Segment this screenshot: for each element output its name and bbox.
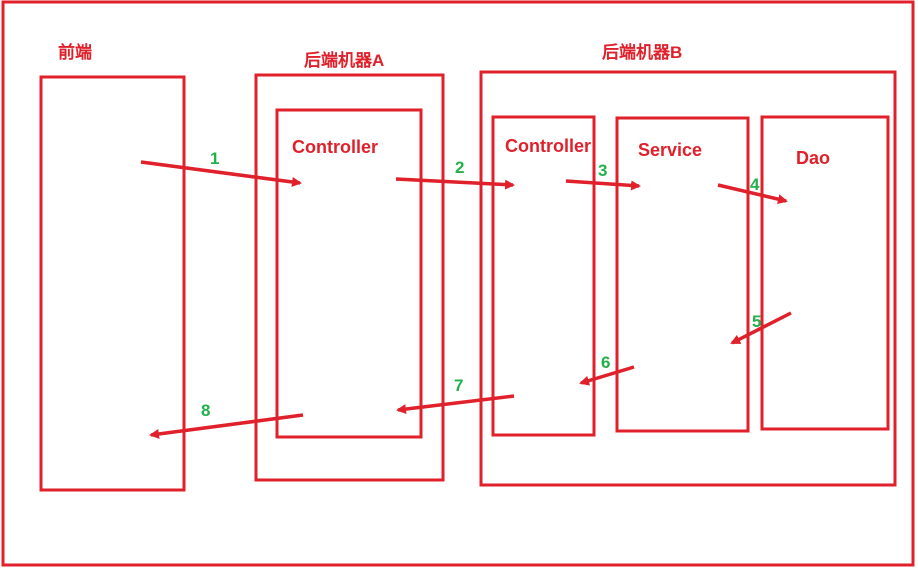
frontend-box	[39, 75, 186, 492]
arrow-step-7	[396, 394, 515, 415]
arrow-step-1	[140, 160, 302, 187]
machine-b-label: 后端机器B	[602, 42, 682, 62]
arrow-step-3	[565, 179, 641, 191]
arrow-step-5	[730, 311, 792, 345]
step-number-4: 4	[750, 175, 760, 194]
machine-a-label: 后端机器A	[304, 50, 384, 70]
step-number-1: 1	[210, 149, 219, 168]
arrow-step-2	[395, 177, 515, 190]
controller-a-box	[275, 108, 423, 439]
dao-box	[760, 115, 890, 431]
step-number-7: 7	[454, 376, 463, 395]
step-number-6: 6	[601, 353, 610, 372]
dao-label: Dao	[796, 148, 830, 168]
arrow-step-8	[149, 413, 304, 439]
machine-b-box	[479, 70, 897, 487]
arrow-step-6	[579, 365, 635, 386]
step-number-5: 5	[752, 312, 761, 331]
arrow-step-4	[717, 183, 788, 205]
step-number-2: 2	[455, 158, 464, 177]
step-number-8: 8	[201, 401, 210, 420]
step-number-3: 3	[598, 161, 607, 180]
frontend-label: 前端	[58, 42, 92, 62]
controller-a-label: Controller	[292, 137, 378, 157]
machine-a-box	[254, 73, 445, 482]
service-box	[615, 116, 750, 433]
controller-b-box	[491, 115, 596, 437]
service-label: Service	[638, 140, 702, 160]
controller-b-label: Controller	[505, 136, 591, 156]
